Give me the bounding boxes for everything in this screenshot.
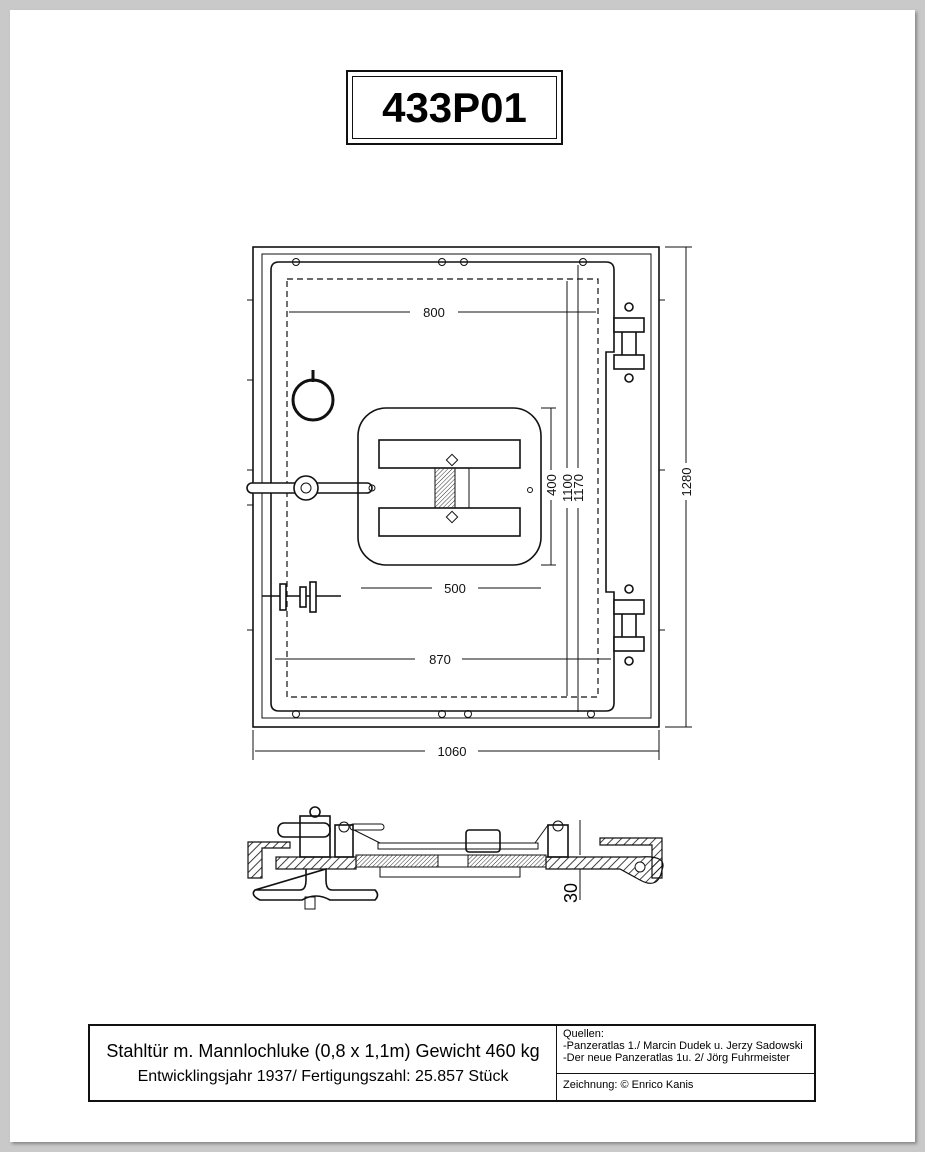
sources-heading: Quellen: [563,1028,604,1040]
dim-800: 800 [423,305,445,320]
title-block-side: Quellen: -Panzeratlas 1./ Marcin Dudek u… [557,1026,814,1100]
dim-1060: 1060 [438,744,467,759]
title-block: Stahltür m. Mannlochluke (0,8 x 1,1m) Ge… [88,1024,816,1102]
title-box: 433P01 [346,70,563,145]
hinge-upper [613,302,645,383]
description-line: Stahltür m. Mannlochluke (0,8 x 1,1m) Ge… [106,1040,540,1061]
title-block-main: Stahltür m. Mannlochluke (0,8 x 1,1m) Ge… [90,1026,557,1100]
door-opening-dashed [286,278,599,698]
drawing-number: 433P01 [352,76,557,139]
door-leaf [270,261,615,712]
hinge-lower [613,584,645,666]
source-2: -Der neue Panzeratlas 1u. 2/ Jörg Fuhrme… [563,1052,790,1064]
screws [292,258,595,718]
dim-30: 30 [561,883,581,903]
dim-1100: 1100 [560,474,575,502]
production-line: Entwicklingsjahr 1937/ Fertigungszahl: 2… [137,1067,509,1085]
dim-400: 400 [544,474,559,496]
sources: Quellen: -Panzeratlas 1./ Marcin Dudek u… [557,1026,814,1074]
source-1: -Panzeratlas 1./ Marcin Dudek u. Jerzy S… [563,1040,803,1052]
dimension-lines [252,246,692,760]
ring-handle [291,378,335,422]
lever-lock [246,475,376,501]
dim-1280: 1280 [679,468,694,497]
manhole-hatch [357,407,542,566]
drawing-credit: Zeichnung: © Enrico Kanis [563,1079,694,1091]
edge-ticks [247,299,665,631]
dim-870: 870 [429,652,451,667]
door-section-view [247,806,664,910]
dim-500: 500 [444,581,466,596]
drawing-sheet [10,10,915,1142]
bolt-latch [262,581,341,613]
door-front-view [246,246,665,728]
dim-1170: 1170 [571,474,586,502]
